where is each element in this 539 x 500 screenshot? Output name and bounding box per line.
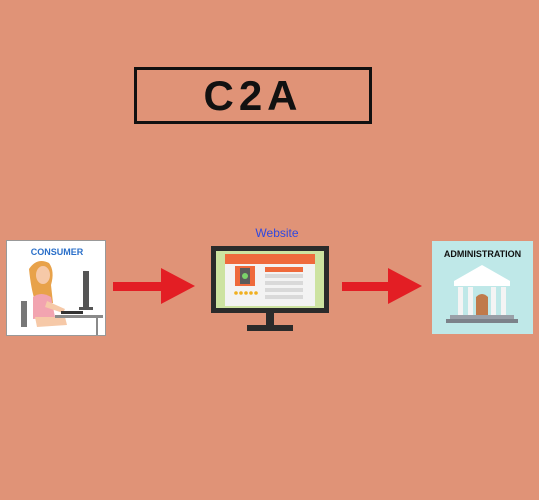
website-label: Website bbox=[255, 226, 299, 240]
consumer-illustration bbox=[21, 261, 103, 335]
consumer-label: CONSUMER bbox=[30, 247, 84, 257]
government-building-icon bbox=[446, 265, 518, 323]
website-illustration bbox=[211, 246, 329, 331]
administration-node: ADMINISTRATION bbox=[432, 241, 533, 334]
diagram-title: C2A bbox=[203, 71, 303, 119]
administration-label: ADMINISTRATION bbox=[443, 249, 522, 259]
arrow-consumer-to-website bbox=[113, 268, 195, 304]
title-box: C2A bbox=[134, 67, 372, 124]
arrow-website-to-administration bbox=[342, 268, 422, 304]
consumer-node: CONSUMER bbox=[6, 240, 106, 336]
